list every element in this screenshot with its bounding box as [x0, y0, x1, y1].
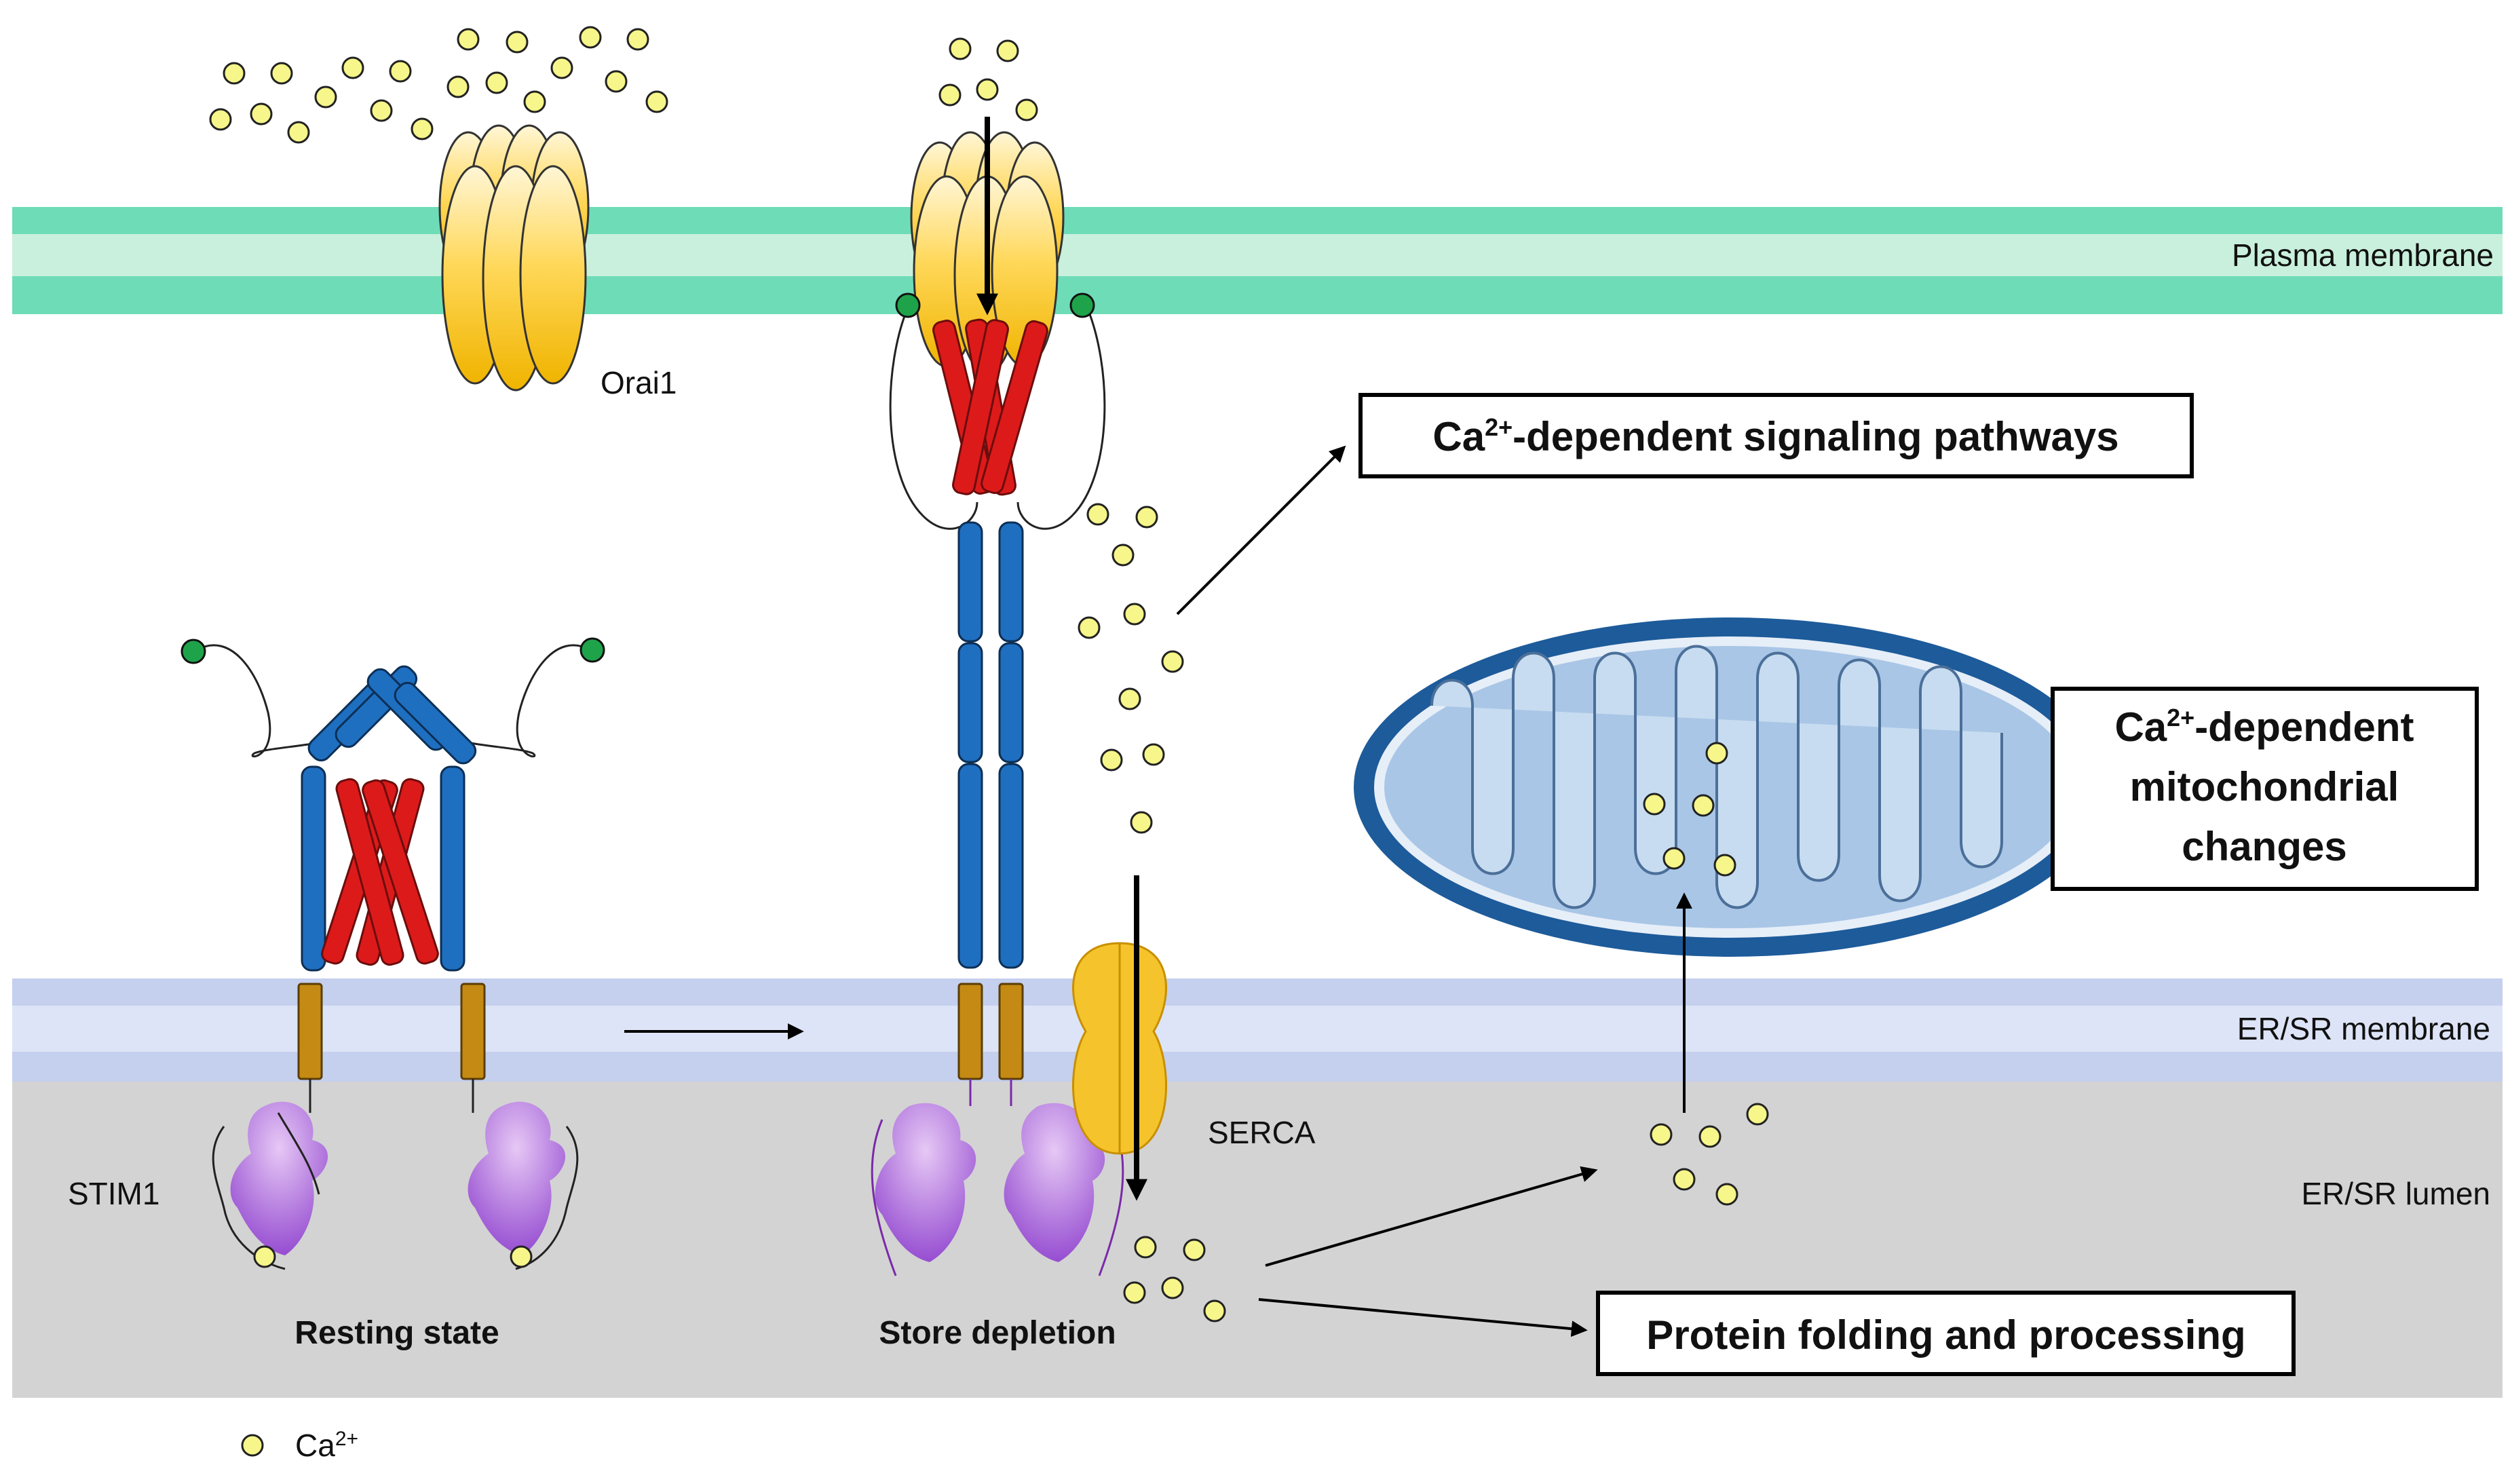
stim1-ef-domain — [230, 1101, 328, 1255]
svg-text:Ca2+-dependent signaling pathw: Ca2+-dependent signaling pathways — [1432, 413, 2118, 459]
plasma-membrane: Plasma membrane — [12, 207, 2503, 314]
stim1-ef-domain — [468, 1101, 566, 1255]
green-dot-icon — [180, 639, 206, 664]
resting-state-label: Resting state — [294, 1315, 499, 1351]
green-dot-icon — [1069, 292, 1095, 318]
svg-text:Ca2+-dependent: Ca2+-dependent — [2114, 704, 2414, 750]
arrow-to-protein-folding — [1258, 1298, 1588, 1337]
er-lumen-label: ER/SR lumen — [2301, 1176, 2490, 1211]
plasma-membrane-label: Plasma membrane — [2232, 237, 2494, 273]
mito-ion: Ca — [2114, 704, 2167, 750]
mito-line2: mitochondrial — [2130, 764, 2399, 810]
calcium-cluster-extracellular-left — [209, 26, 668, 144]
er-membrane-label: ER/SR membrane — [2237, 1011, 2490, 1046]
arrow-lumen-to-mito-cluster — [1265, 1166, 1598, 1267]
protein-folding-text: Protein folding and processing — [1646, 1312, 2245, 1358]
store-depletion-label: Store depletion — [879, 1315, 1116, 1351]
mito-charge: 2+ — [2167, 704, 2194, 731]
green-dot-icon — [895, 292, 921, 318]
calcium-cluster-lumen — [1123, 1236, 1226, 1323]
mitochondrion — [1354, 617, 2107, 957]
mito-line1-text: -dependent — [2194, 704, 2414, 750]
stim1-label: STIM1 — [68, 1176, 159, 1211]
arrow-to-signaling — [1176, 445, 1346, 615]
calcium-cluster-extracellular-right — [938, 37, 1038, 121]
mito-line3: changes — [2182, 824, 2346, 869]
legend: Ca2+ — [241, 1428, 358, 1463]
er-compartment: ER/SR membrane ER/SR lumen — [12, 978, 2503, 1398]
calcium-legend-icon — [241, 1434, 264, 1457]
svg-text:Ca2+: Ca2+ — [295, 1428, 358, 1463]
mitochondrial-changes-box: Ca2+-dependent mitochondrial changes — [2051, 687, 2479, 891]
calcium-cluster-mitochondria — [1643, 742, 1736, 877]
signaling-pathways-box: Ca2+-dependent signaling pathways — [1358, 393, 2194, 478]
legend-ca: Ca — [295, 1428, 335, 1463]
signaling-text: -dependent signaling pathways — [1513, 414, 2118, 459]
orai1-label: Orai1 — [601, 365, 677, 400]
protein-folding-box: Protein folding and processing — [1596, 1291, 2296, 1376]
green-dot-icon — [579, 637, 605, 663]
legend-charge: 2+ — [335, 1428, 358, 1450]
stim1-resting — [180, 637, 605, 1270]
calcium-cluster-lumen-right — [1650, 1103, 1769, 1206]
serca-label: SERCA — [1208, 1115, 1316, 1150]
serca-pump — [1072, 942, 1167, 1155]
signaling-charge: 2+ — [1485, 413, 1513, 441]
calcium-cluster-cytosol — [1078, 503, 1184, 834]
signaling-ion: Ca — [1432, 414, 1485, 459]
stim1-ef-domain — [1004, 1103, 1105, 1262]
stim1-activated — [871, 292, 1124, 1276]
stim1-ef-domain — [875, 1103, 976, 1262]
orai1-channel-closed — [438, 124, 590, 392]
